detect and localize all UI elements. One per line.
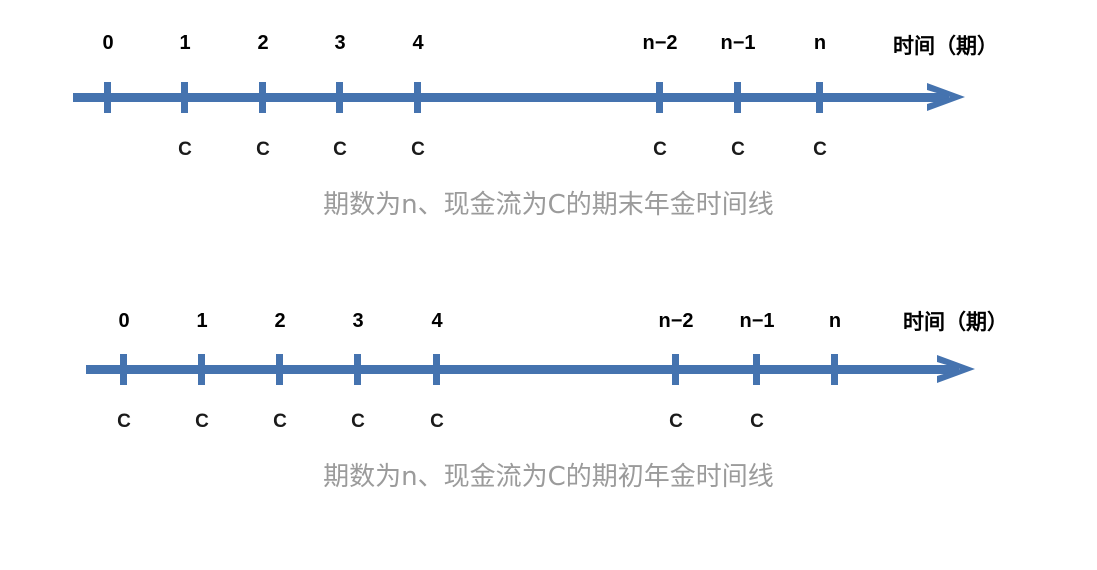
tick-mark	[433, 354, 440, 385]
period-label: 1	[179, 32, 191, 54]
cashflow-label: C	[653, 139, 667, 160]
tick-mark	[753, 354, 760, 385]
timeline-axis-line	[86, 365, 959, 374]
period-label: n	[828, 310, 842, 332]
tick-mark	[181, 82, 188, 113]
tick-mark	[104, 82, 111, 113]
cashflow-label: C	[273, 411, 287, 432]
tick-mark	[336, 82, 343, 113]
tick-mark	[198, 354, 205, 385]
period-label: 4	[431, 310, 443, 332]
timeline-caption: 期数为n、现金流为C的期末年金时间线	[323, 190, 774, 220]
cashflow-label: C	[256, 139, 270, 160]
timeline-annuity-due: 0 1 2 3 4 n−2 n−1 n 时间（期）	[0, 278, 1097, 538]
period-label: 3	[352, 310, 364, 332]
period-label: 0	[102, 32, 114, 54]
tick-mark	[734, 82, 741, 113]
cashflow-label: C	[333, 139, 347, 160]
tick-mark	[120, 354, 127, 385]
tick-mark	[831, 354, 838, 385]
timeline-caption: 期数为n、现金流为C的期初年金时间线	[323, 462, 774, 492]
tick-mark	[259, 82, 266, 113]
period-label: 1	[196, 310, 208, 332]
tick-mark	[276, 354, 283, 385]
arrow-right-icon	[927, 83, 965, 111]
period-label: n−1	[720, 32, 756, 54]
tick-mark	[672, 354, 679, 385]
tick-mark	[656, 82, 663, 113]
cashflow-label: C	[669, 411, 683, 432]
axis-title: 时间（期）	[893, 34, 998, 58]
cashflow-label: C	[731, 139, 745, 160]
period-label: 2	[257, 32, 269, 54]
period-label: 0	[118, 310, 130, 332]
tick-mark	[816, 82, 823, 113]
cashflow-label: C	[351, 411, 365, 432]
period-label: n	[813, 32, 827, 54]
tick-mark	[354, 354, 361, 385]
period-label: n−2	[658, 310, 694, 332]
period-label: 4	[412, 32, 424, 54]
axis-title: 时间（期）	[903, 310, 1008, 334]
cashflow-label: C	[195, 411, 209, 432]
cashflow-label: C	[178, 139, 192, 160]
timeline-axis-line	[73, 93, 949, 102]
period-label: n−2	[642, 32, 678, 54]
cashflow-label: C	[813, 139, 827, 160]
period-label: n−1	[739, 310, 775, 332]
period-label: 2	[274, 310, 286, 332]
period-label: 3	[334, 32, 346, 54]
arrow-right-icon	[937, 355, 975, 383]
tick-mark	[414, 82, 421, 113]
cashflow-label: C	[430, 411, 444, 432]
cashflow-label: C	[411, 139, 425, 160]
timeline-ordinary-annuity: 0 1 2 3 4 n−2 n−1 n 时间（期）	[0, 0, 1097, 250]
cashflow-label: C	[750, 411, 764, 432]
cashflow-label: C	[117, 411, 131, 432]
